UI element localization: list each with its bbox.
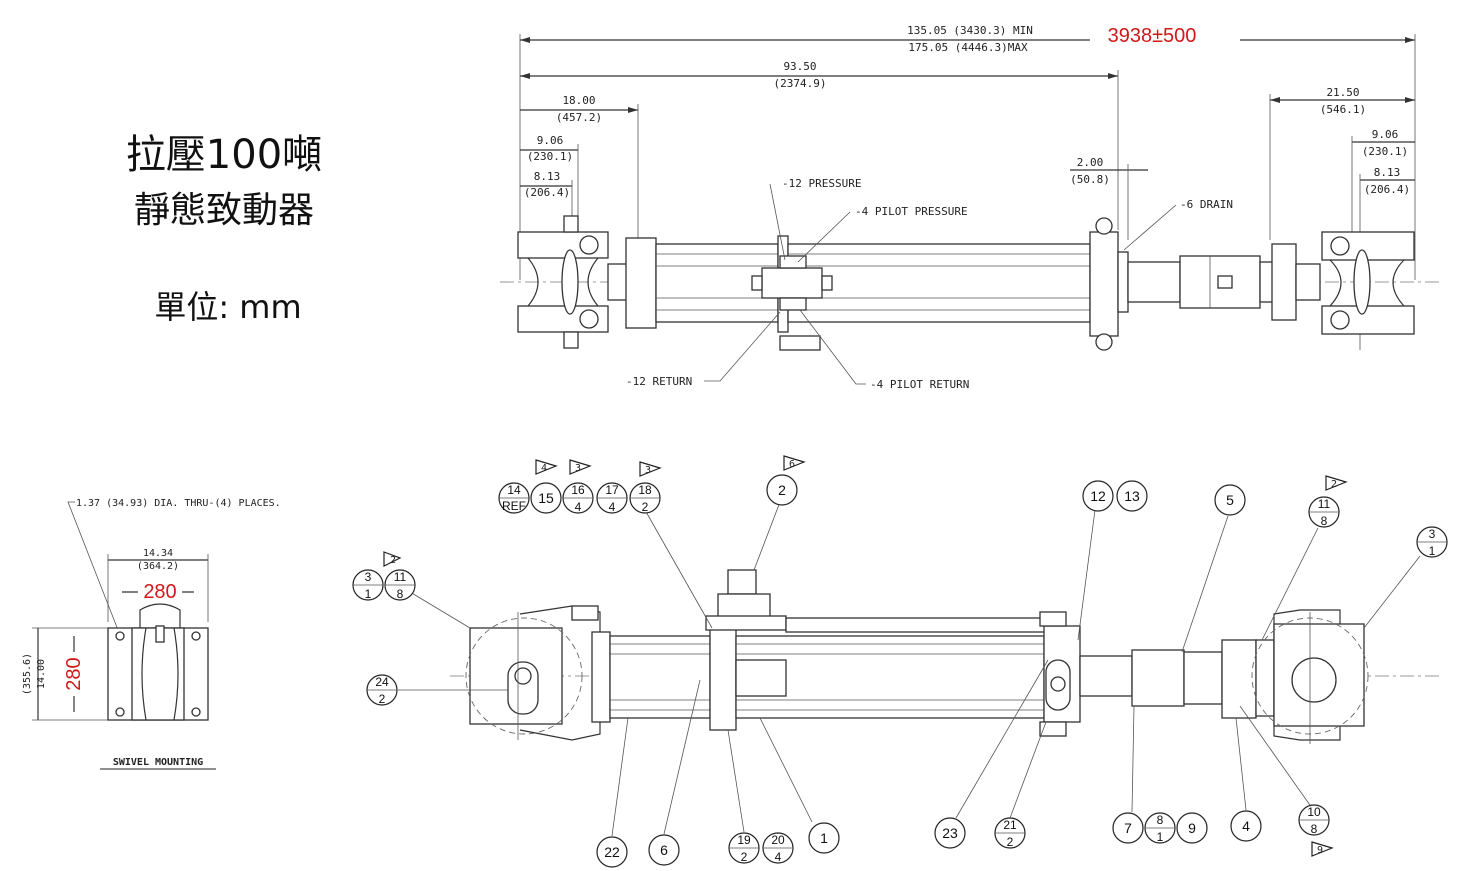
dim-body-len-mm: (2374.9) <box>774 77 827 90</box>
flag-6: 6 <box>789 459 795 470</box>
balloon-16-qty: 4 <box>575 500 582 514</box>
label-drain: -6 DRAIN <box>1180 198 1233 211</box>
balloon-3-qty: 1 <box>365 587 372 601</box>
dim-left-18: 18.00 <box>562 94 595 107</box>
balloon-3-right: 3 <box>1429 527 1436 541</box>
flag-2-right: 2 <box>1331 479 1337 490</box>
balloon-8: 8 <box>1157 813 1164 827</box>
title-line2: 靜態致動器 <box>134 190 314 231</box>
label-pilot-return: -4 PILOT RETURN <box>870 378 969 391</box>
balloon-3: 3 <box>365 570 372 584</box>
balloon-2: 2 <box>778 482 786 498</box>
dim-left-813: 8.13 <box>534 170 561 183</box>
balloon-14: 14 <box>507 483 521 497</box>
label-return: -12 RETURN <box>626 375 692 388</box>
dim-right-906: 9.06 <box>1372 128 1399 141</box>
balloon-12: 12 <box>1090 488 1106 504</box>
balloon-6: 6 <box>660 842 668 858</box>
label-pressure: -12 PRESSURE <box>782 177 861 190</box>
label-pilot-pressure: -4 PILOT PRESSURE <box>855 205 968 218</box>
balloon-3-right-qty: 1 <box>1429 544 1436 558</box>
title-line1: 拉壓100噸 <box>126 132 322 178</box>
unit-label: 單位: mm <box>154 288 301 326</box>
flag-3a: 3 <box>575 463 581 474</box>
dim-body-len: 93.50 <box>783 60 816 73</box>
dim-left-906: 9.06 <box>537 134 564 147</box>
swivel-width-red: 280 <box>143 581 176 603</box>
dim-right-906-mm: (230.1) <box>1362 145 1408 158</box>
dim-right-813: 8.13 <box>1374 166 1401 179</box>
dim-left-18-mm: (457.2) <box>556 111 602 124</box>
balloon-18: 18 <box>638 483 652 497</box>
balloon-10-qty: 8 <box>1311 822 1318 836</box>
balloon-20: 20 <box>771 833 785 847</box>
top-dimensions: 135.05 (3430.3) MIN 175.05 (4446.3)MAX 3… <box>519 22 1416 350</box>
balloon-8-qty: 1 <box>1157 830 1164 844</box>
swivel-height-red: 280 <box>63 657 85 690</box>
dim-left-906-mm: (230.1) <box>527 150 573 163</box>
dim-gap-200: 2.00 <box>1077 156 1104 169</box>
balloon-14-ref: REF <box>502 499 526 513</box>
balloon-16: 16 <box>571 483 585 497</box>
balloon-18-qty: 2 <box>642 500 649 514</box>
dim-overall-red: 3938±500 <box>1108 25 1197 47</box>
balloon-19: 19 <box>737 833 751 847</box>
dim-right-2150: 21.50 <box>1326 86 1359 99</box>
bottom-actuator <box>450 569 1440 744</box>
swivel-holes-note: 1.37 (34.93) DIA. THRU-(4) PLACES. <box>76 498 281 509</box>
dim-right-2150-mm: (546.1) <box>1320 103 1366 116</box>
balloon-24-qty: 2 <box>379 692 386 706</box>
balloon-19-qty: 2 <box>741 850 748 864</box>
balloon-23: 23 <box>942 825 958 841</box>
balloon-13: 13 <box>1124 488 1140 504</box>
balloon-10: 10 <box>1307 805 1321 819</box>
balloon-24: 24 <box>375 675 389 689</box>
balloons: 3 1 11 8 2 24 2 14 REF 15 16 4 17 4 18 2… <box>352 455 1448 868</box>
balloon-11: 11 <box>394 570 407 584</box>
dim-overall-max: 175.05 (4446.3)MAX <box>908 41 1028 54</box>
flag-2-left: 2 <box>390 555 396 566</box>
swivel-width-mm: (364.2) <box>137 561 179 572</box>
balloon-15: 15 <box>538 490 554 506</box>
swivel-mounting: 1.37 (34.93) DIA. THRU-(4) PLACES. 14.34… <box>22 498 281 770</box>
balloon-7: 7 <box>1124 820 1132 836</box>
balloon-1: 1 <box>820 830 828 846</box>
balloon-20-qty: 4 <box>775 850 782 864</box>
port-labels: -12 PRESSURE -4 PILOT PRESSURE -6 DRAIN … <box>626 177 1233 391</box>
dim-left-813-mm: (206.4) <box>524 186 570 199</box>
balloon-17-qty: 4 <box>609 500 616 514</box>
balloon-17: 17 <box>605 483 619 497</box>
balloon-4: 4 <box>1242 818 1250 834</box>
balloon-9: 9 <box>1188 820 1196 836</box>
dim-overall-min: 135.05 (3430.3) MIN <box>907 24 1033 37</box>
top-actuator <box>500 215 1440 351</box>
balloon-5: 5 <box>1226 492 1234 508</box>
balloon-21-qty: 2 <box>1007 835 1014 849</box>
flag-9: 9 <box>1317 845 1323 856</box>
balloon-22: 22 <box>604 844 620 860</box>
balloon-21: 21 <box>1003 818 1017 832</box>
balloon-11-right-qty: 8 <box>1321 514 1328 528</box>
swivel-caption: SWIVEL MOUNTING <box>113 757 203 768</box>
swivel-width: 14.34 <box>143 548 173 559</box>
balloon-11-qty: 8 <box>397 587 404 601</box>
flag-3b: 3 <box>645 465 651 476</box>
balloon-11-right: 11 <box>1318 497 1331 511</box>
swivel-height: 14.00 <box>36 659 47 689</box>
swivel-height-mm: (355.6) <box>22 653 33 695</box>
flag-4: 4 <box>541 463 547 474</box>
dim-right-813-mm: (206.4) <box>1364 183 1410 196</box>
dim-gap-200-mm: (50.8) <box>1070 173 1110 186</box>
